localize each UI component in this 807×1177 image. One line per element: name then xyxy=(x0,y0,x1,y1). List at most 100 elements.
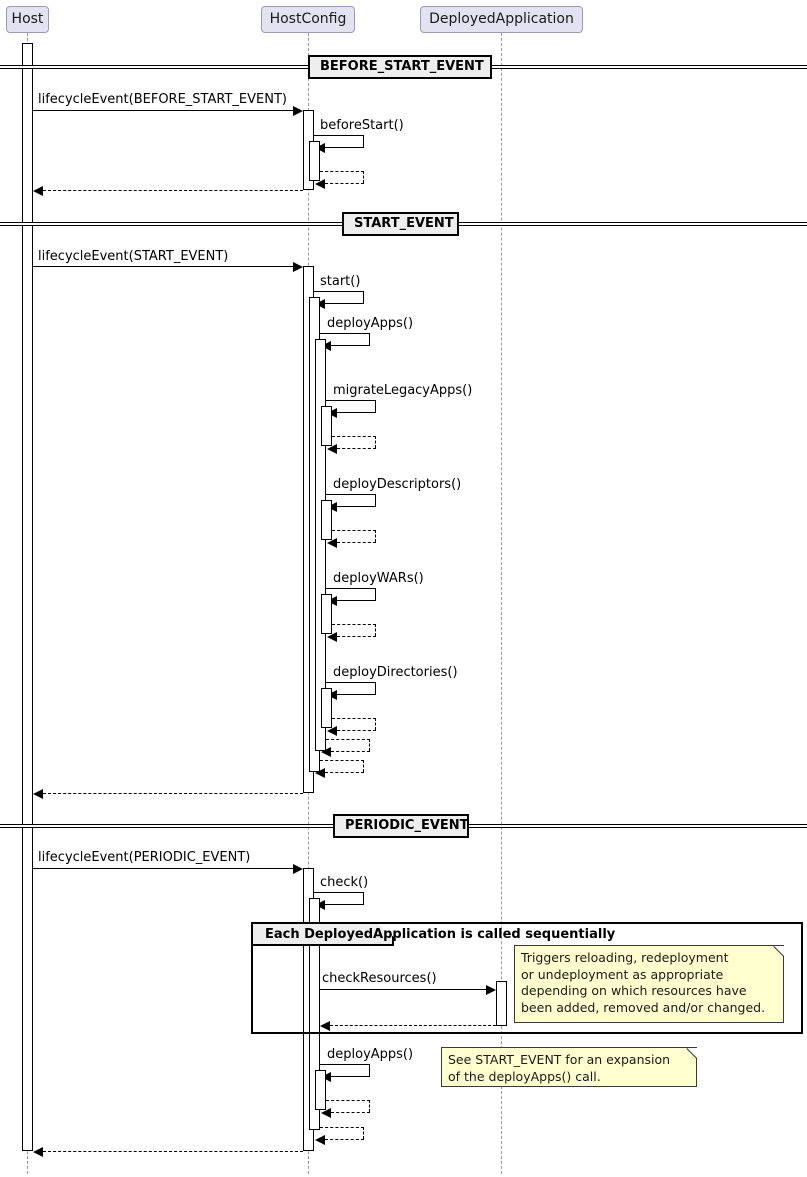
activation-hostconfig-l3-deployapps xyxy=(315,339,326,751)
message-line-m20-bottom xyxy=(325,904,364,905)
message-line-m11-top xyxy=(332,530,376,531)
message-line-m17-bottom xyxy=(325,772,364,773)
note-checkresources: Triggers reloading, redeployment or unde… xyxy=(514,945,784,1023)
message-line-m20-top xyxy=(314,892,364,893)
message-arrowhead-m13 xyxy=(327,632,337,642)
message-arrowhead-m6 xyxy=(315,299,325,309)
message-vline-m16 xyxy=(369,739,370,751)
message-line-m19 xyxy=(33,868,296,869)
message-arrowhead-m23 xyxy=(321,1072,331,1082)
message-line-m26 xyxy=(43,1151,303,1152)
message-arrowhead-m5 xyxy=(293,262,303,272)
message-arrowhead-m11 xyxy=(327,538,337,548)
activation-hostconfig-l2-periodic xyxy=(309,898,320,1130)
message-vline-m6 xyxy=(363,291,364,303)
message-vline-m14 xyxy=(375,682,376,694)
message-line-m12-bottom xyxy=(337,600,376,601)
message-line-m23-top xyxy=(320,1064,370,1065)
message-arrowhead-m19 xyxy=(293,864,303,874)
group-tab-text: Each DeployedApplication is called seque… xyxy=(265,927,616,942)
message-line-m4 xyxy=(43,190,303,191)
activation-hostconfig-l4-migratelegacyapps xyxy=(321,406,332,446)
message-line-m16-bottom xyxy=(331,751,370,752)
message-vline-m20 xyxy=(363,892,364,904)
message-label-deploydirectories: deployDirectories() xyxy=(333,665,458,680)
activation-hostconfig-l2-beforestart xyxy=(309,141,320,181)
divider-start-event: START_EVENT xyxy=(342,212,459,236)
divider-before-start-event: BEFORE_START_EVENT xyxy=(308,55,492,79)
message-arrowhead-m1 xyxy=(293,106,303,116)
message-arrowhead-m22 xyxy=(320,1021,330,1031)
message-label-check: check() xyxy=(320,875,369,890)
message-line-m16-top xyxy=(326,739,370,740)
activation-hostconfig-l3-periodic xyxy=(315,1070,326,1110)
message-line-m14-bottom xyxy=(337,694,376,695)
participant-hostconfig[interactable]: HostConfig xyxy=(261,6,355,33)
message-arrowhead-m21 xyxy=(486,985,496,995)
message-arrowhead-m26 xyxy=(33,1147,43,1157)
message-arrowhead-m9 xyxy=(327,444,337,454)
message-vline-m17 xyxy=(363,760,364,772)
message-vline-m15 xyxy=(375,718,376,730)
message-vline-m12 xyxy=(375,588,376,600)
message-line-m9-top xyxy=(332,436,376,437)
message-label-deploydescriptors: deployDescriptors() xyxy=(333,477,462,492)
message-label-beforestart: beforeStart() xyxy=(320,118,404,133)
message-arrowhead-m10 xyxy=(327,502,337,512)
activation-hostconfig-l4-deploydirectories xyxy=(321,688,332,728)
message-label-migratelegacyapps: migrateLegacyApps() xyxy=(333,383,473,398)
message-arrowhead-m15 xyxy=(327,726,337,736)
message-label-deployapps-periodic: deployApps() xyxy=(327,1047,414,1062)
message-vline-m25 xyxy=(363,1127,364,1139)
note-deployapps-expansion: See START_EVENT for an expansion of the … xyxy=(441,1047,697,1087)
message-vline-m7 xyxy=(369,333,370,345)
message-label-checkresources: checkResources() xyxy=(322,971,437,986)
message-line-m15-bottom xyxy=(337,730,376,731)
message-line-m8-bottom xyxy=(337,412,376,413)
divider-periodic-event: PERIODIC_EVENT xyxy=(333,814,469,838)
message-line-m7-bottom xyxy=(331,345,370,346)
message-line-m11-bottom xyxy=(337,542,376,543)
message-line-m13-top xyxy=(332,624,376,625)
message-line-m10-bottom xyxy=(337,506,376,507)
message-arrowhead-m12 xyxy=(327,596,337,606)
activation-hostconfig-l4-deploywars xyxy=(321,594,332,634)
message-line-m2-bottom xyxy=(325,147,364,148)
message-line-m6-bottom xyxy=(325,303,364,304)
message-label-lifecycleevent-before-start: lifecycleEvent(BEFORE_START_EVENT) xyxy=(38,92,287,107)
message-vline-m11 xyxy=(375,530,376,542)
message-vline-m9 xyxy=(375,436,376,448)
message-line-m17-top xyxy=(320,760,364,761)
message-label-deploywars: deployWARs() xyxy=(333,571,424,586)
message-line-m22 xyxy=(330,1025,496,1026)
note-fold-corner-n2 xyxy=(687,1048,697,1058)
message-line-m25-bottom xyxy=(325,1139,364,1140)
note-fold-corner-n1 xyxy=(774,946,784,956)
message-vline-m3 xyxy=(363,171,364,183)
message-arrowhead-m2 xyxy=(315,143,325,153)
message-vline-m24 xyxy=(369,1100,370,1112)
message-label-start: start() xyxy=(320,274,361,289)
message-vline-m13 xyxy=(375,624,376,636)
participant-host[interactable]: Host xyxy=(6,6,49,33)
message-line-m10-top xyxy=(326,494,376,495)
message-line-m24-bottom xyxy=(331,1112,370,1113)
message-arrowhead-m3 xyxy=(315,179,325,189)
activation-deployedapplication xyxy=(496,981,507,1026)
message-vline-m2 xyxy=(363,135,364,147)
message-line-m2-top xyxy=(314,135,364,136)
message-line-m9-bottom xyxy=(337,448,376,449)
activation-hostconfig-l4-deploydescriptors xyxy=(321,500,332,540)
message-arrowhead-m25 xyxy=(315,1135,325,1145)
message-arrowhead-m4 xyxy=(33,186,43,196)
message-line-m12-top xyxy=(326,588,376,589)
message-line-m23-bottom xyxy=(331,1076,370,1077)
message-line-m6-top xyxy=(314,291,364,292)
message-line-m3-bottom xyxy=(325,183,364,184)
message-vline-m23 xyxy=(369,1064,370,1076)
message-arrowhead-m14 xyxy=(327,690,337,700)
message-label-deployapps-start: deployApps() xyxy=(327,316,414,331)
participant-deployedapplication[interactable]: DeployedApplication xyxy=(420,6,583,33)
message-arrowhead-m8 xyxy=(327,408,337,418)
